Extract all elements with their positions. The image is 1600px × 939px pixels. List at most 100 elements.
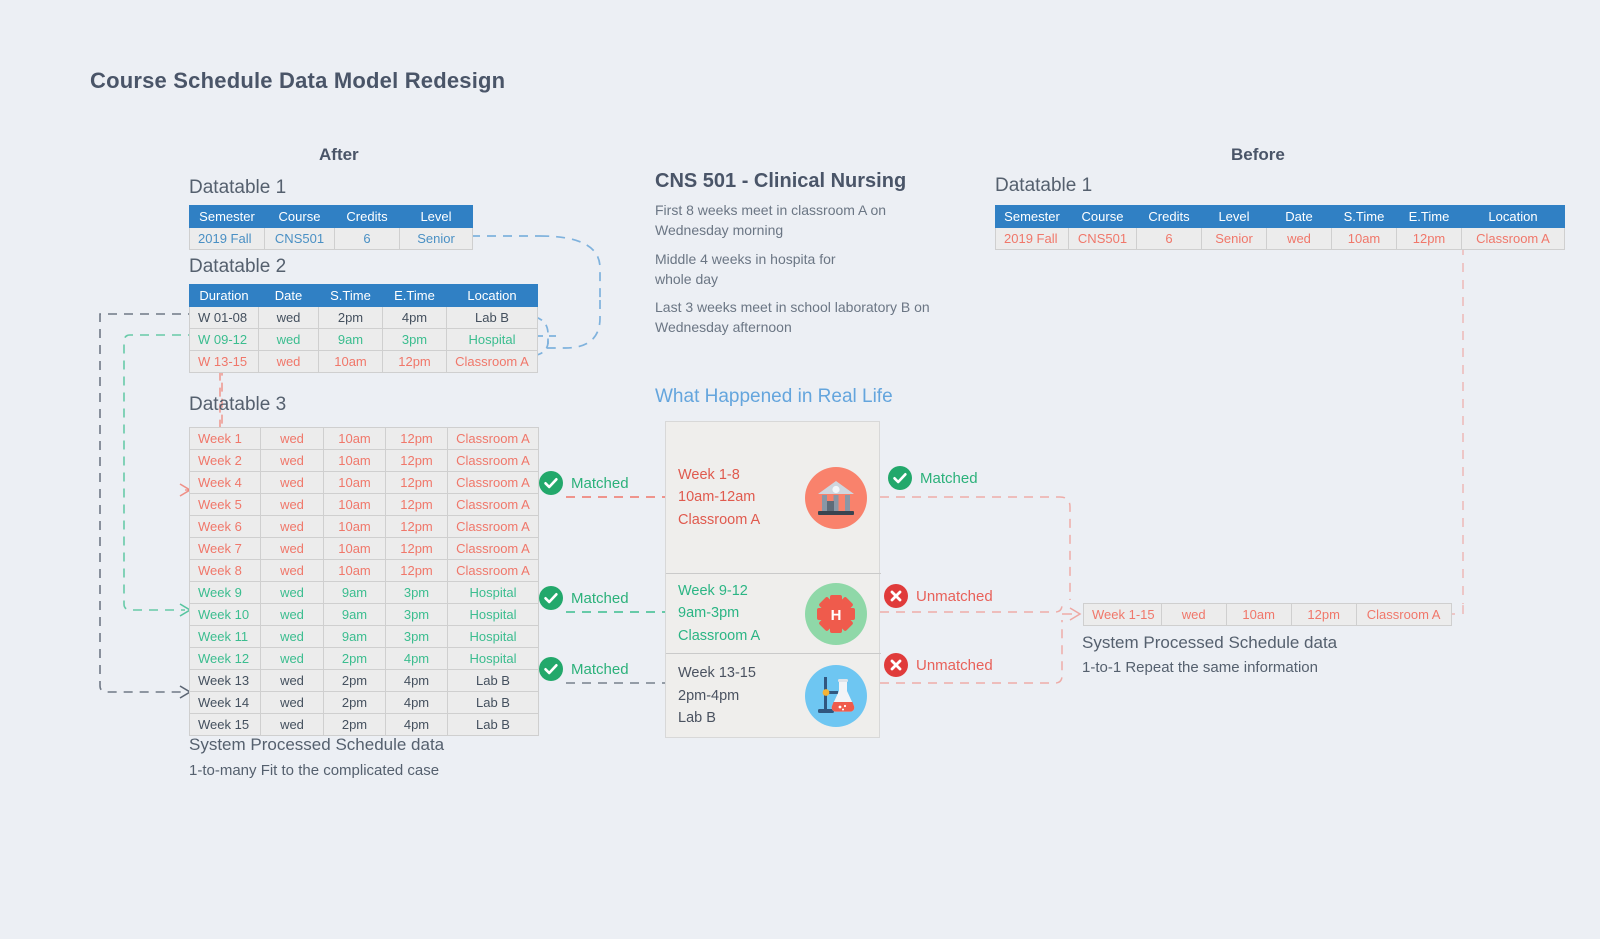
table-cell: wed (260, 449, 324, 472)
card-line1: Week 13-15 (678, 665, 756, 682)
badge-label: Matched (571, 589, 629, 607)
table-cell: 4pm (382, 306, 447, 329)
table-cell: 2pm (323, 647, 386, 670)
real-life-card-1: Week 9-12 9am-3pm Classroom A H (666, 574, 881, 654)
table-cell: Week 1-15 (1083, 603, 1162, 626)
card-line2: 10am-12am (678, 489, 756, 506)
badge-label: Unmatched (916, 587, 993, 605)
after-badge-0: Matched (539, 471, 629, 495)
table-cell: 10am (323, 559, 386, 582)
badge-label: Unmatched (916, 656, 993, 674)
card-text: Week 9-12 9am-3pm Classroom A (666, 580, 805, 647)
column-header: Date (258, 284, 319, 307)
table-cell: Hospital (447, 581, 539, 604)
table-cell: Lab B (447, 669, 539, 692)
before-badge-0: Matched (888, 466, 978, 490)
table-cell: wed (260, 581, 324, 604)
column-header: E.Time (382, 284, 447, 307)
column-header: Location (1461, 205, 1565, 228)
table-cell: Classroom A (447, 537, 539, 560)
table-cell: Week 15 (189, 713, 261, 736)
table-cell: Week 11 (189, 625, 261, 648)
card-line3: Classroom A (678, 627, 761, 644)
check-circle-icon (539, 586, 563, 610)
datatable1-title: Datatable 1 (189, 177, 287, 198)
table-cell: 4pm (385, 647, 448, 670)
table-cell: 12pm (385, 449, 448, 472)
bank-icon (805, 466, 867, 529)
table-cell: 12pm (385, 471, 448, 494)
table-cell: 10am (323, 515, 386, 538)
table-cell: Classroom A (447, 427, 539, 450)
column-header: S.Time (1331, 205, 1397, 228)
table-cell: 12pm (385, 537, 448, 560)
table-cell: Week 12 (189, 647, 261, 670)
table-cell: 6 (1136, 227, 1202, 250)
card-line2: 2pm-4pm (678, 687, 740, 704)
table-cell: CNS501 (264, 227, 335, 250)
before-column-heading: Before (1231, 145, 1285, 164)
table-cell: 12pm (385, 427, 448, 450)
card-line3: Classroom A (678, 511, 761, 528)
table-cell: 3pm (385, 625, 448, 648)
table-cell: 2019 Fall (995, 227, 1069, 250)
real-life-title: What Happened in Real Life (655, 386, 893, 407)
table-cell: 9am (323, 581, 386, 604)
table-cell: 12pm (385, 515, 448, 538)
after-footer-line2: 1-to-many Fit to the complicated case (189, 762, 440, 779)
column-header: E.Time (1396, 205, 1462, 228)
table-cell: Week 8 (189, 559, 261, 582)
table-cell: 2pm (323, 713, 386, 736)
table-cell: Week 6 (189, 515, 261, 538)
table-cell: 12pm (385, 493, 448, 516)
table-cell: 10am (1331, 227, 1397, 250)
table-cell: 9am (323, 603, 386, 626)
table-cell: wed (260, 647, 324, 670)
description-line: First 8 weeks meet in classroom A on (655, 202, 887, 218)
table-cell: 9am (323, 625, 386, 648)
table-cell: 10am (318, 350, 383, 373)
table-cell: Hospital (447, 647, 539, 670)
table-cell: 10am (323, 493, 386, 516)
card-line1: Week 9-12 (678, 582, 748, 599)
table-cell: Classroom A (447, 449, 539, 472)
table-cell: Classroom A (1461, 227, 1565, 250)
table-cell: wed (260, 669, 324, 692)
table-cell: wed (258, 328, 319, 351)
table-cell: wed (258, 350, 319, 373)
table-cell: wed (258, 306, 319, 329)
table-cell: W 13-15 (189, 350, 259, 373)
table-cell: 10am (1225, 603, 1292, 626)
card-line1: Week 1-8 (678, 466, 740, 483)
after-column-heading: After (319, 145, 359, 164)
table-cell: W 09-12 (189, 328, 259, 351)
table-cell: wed (260, 713, 324, 736)
before-datatable1-title: Datatable 1 (995, 175, 1093, 196)
table-cell: 6 (334, 227, 400, 250)
card-line2: 9am-3pm (678, 605, 740, 622)
table-cell: 10am (323, 537, 386, 560)
table-cell: Senior (1201, 227, 1267, 250)
before-badge-2: Unmatched (884, 653, 993, 677)
